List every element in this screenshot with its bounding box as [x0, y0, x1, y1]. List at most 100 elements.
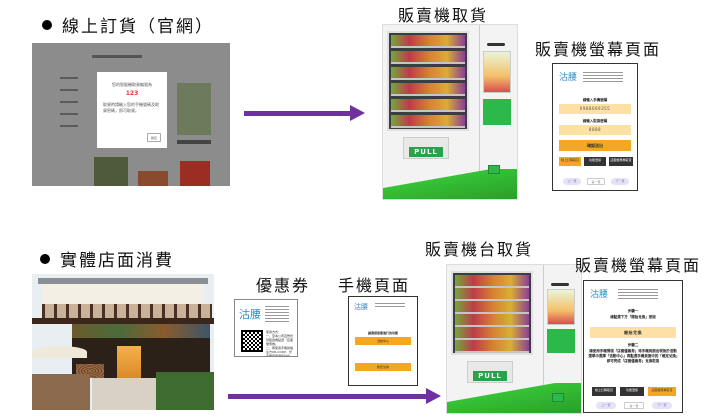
shelf [391, 115, 465, 128]
step1-title: 步驟一 [627, 309, 639, 313]
sidebar-item [60, 89, 78, 91]
vending-machine-online: PULL [382, 24, 518, 200]
sidebar-item [60, 113, 78, 115]
umbrella [32, 346, 87, 358]
vending-machine-store: PULL [446, 264, 582, 414]
shelf [455, 301, 529, 314]
payment-panel [483, 99, 511, 125]
door-divider [543, 265, 544, 413]
machine-screen [483, 51, 511, 93]
phone-page-title: 請選擇您要進行的功能 [367, 331, 398, 335]
step2-title: 步驟二 [627, 343, 639, 347]
pull-label: PULL [409, 147, 443, 157]
machine-screen-label-store: 販賣機螢幕頁面 [575, 256, 702, 275]
in-store-heading: 實體店面消費 [40, 246, 174, 271]
machine-screen-label-online: 販賣機螢幕頁面 [535, 40, 662, 59]
coupon-label: 優惠券 [256, 276, 311, 295]
tab-coupon-pickup[interactable]: 店面優惠券取貨 [609, 157, 633, 166]
pickup-door: PULL [403, 137, 449, 159]
password-prompt: 請輸入取貨密碼 [582, 119, 608, 123]
next-page-button[interactable]: 下一頁 [652, 402, 672, 409]
patio-chairs [32, 374, 90, 410]
machine-screen [547, 289, 575, 325]
activity-center-button[interactable]: 活動中心 [355, 337, 411, 345]
vending-cabinet [451, 271, 533, 355]
usage-step: 二、再使用手機掃描左方QR-CODE，於手機頁面選擇兌換，即可兌換 [266, 346, 294, 357]
phone-page: 沽腰 請選擇您要進行的功能 活動中心 確定兌換 [348, 296, 418, 386]
phone-input[interactable]: 0988669355 [559, 104, 631, 114]
roof [38, 278, 208, 284]
mural [72, 324, 210, 338]
shelf [391, 51, 465, 64]
submit-button[interactable]: 確認送出 [559, 140, 631, 151]
shelf [455, 288, 529, 301]
flow-arrow-store [228, 394, 428, 399]
shelf [455, 340, 529, 353]
online-order-heading: 線上訂貨（官網） [42, 12, 214, 37]
phone-page-label: 手機頁面 [338, 276, 411, 295]
shelf [455, 275, 529, 288]
qr-code[interactable] [241, 330, 263, 352]
product-image [138, 171, 168, 186]
coupon-card: 沽腰 使用方式： 一、至本公司直營智慧販賣機點選「店面優惠券」 二、再使用手機掃… [234, 299, 298, 357]
flow-arrow-online [244, 111, 350, 116]
tab-online-pickup[interactable]: 線上訂購取貨 [559, 157, 581, 166]
in-store-heading-text: 實體店面消費 [60, 251, 174, 271]
usage-title: 使用方式： [266, 330, 282, 334]
start-redeem-button[interactable]: 開始兌換 [590, 327, 676, 338]
brand-logo: 沽腰 [239, 308, 261, 321]
card-slot [551, 283, 569, 286]
next-page-button[interactable]: 下一頁 [611, 178, 629, 185]
store-photo [32, 274, 214, 410]
prev-page-button[interactable]: 上一頁 [596, 402, 616, 409]
tab-online-pickup[interactable]: 線上訂購取貨 [592, 387, 616, 396]
phone-prompt: 請輸入手機號碼 [582, 98, 608, 102]
modal-instruction: 取貨時請輸入您的手機號碼及取貨密碼，即可取貨。 [103, 102, 159, 113]
brand-logo: 沽腰 [559, 73, 578, 83]
shelf [391, 67, 465, 80]
sidebar-item [60, 101, 78, 103]
modal-message: 您的智販機取貨編號為 [112, 82, 152, 87]
balcony [42, 304, 212, 318]
company-info [375, 303, 405, 309]
password-input[interactable]: 8888 [559, 125, 631, 135]
usage-step: 一、至本公司直營智慧販賣機點選「店面優惠券」 [266, 334, 294, 346]
pickup-code: 123 [125, 90, 139, 97]
company-info [618, 289, 658, 299]
tab-function-select[interactable]: 功能選擇 [584, 157, 606, 166]
brand-logo: 沽腰 [354, 303, 368, 311]
step1-text: 請點選下方「開始兌換」按鈕 [610, 315, 656, 319]
product-image [94, 157, 128, 186]
confirm-redeem-button[interactable]: 確定兌換 [355, 363, 411, 371]
bullet-icon [40, 254, 50, 264]
tab-coupon-pickup[interactable]: 店面優惠券取貨 [648, 387, 676, 396]
door-divider [479, 25, 480, 199]
green-band [383, 169, 517, 199]
kiosk-screen-online: 沽腰 請輸入手機號碼 0988669355 請輸入取貨密碼 8888 確認送出 … [552, 63, 638, 191]
company-info [265, 306, 289, 324]
official-website-screenshot: 您的智販機取貨編號為 123 取貨時請輸入您的手機號碼及取貨密碼，即可取貨。 確… [32, 43, 230, 186]
sidebar-item [60, 77, 78, 79]
shelf [391, 99, 465, 112]
plants [156, 372, 214, 410]
prev-page-button[interactable]: 上一頁 [563, 178, 581, 185]
vending-pickup-label-store: 販賣機台取貨 [425, 240, 534, 259]
site-title [92, 55, 142, 58]
pickup-door: PULL [467, 361, 513, 383]
pull-label: PULL [473, 371, 507, 381]
card-slot [487, 43, 505, 46]
walkway [92, 378, 164, 410]
payment-panel [547, 329, 575, 353]
step2-text: 請使用手機掃描「店面優惠券」待手機頁面出現後於活動選單中選擇「活動中心」再點選手… [588, 349, 678, 363]
shelf [391, 35, 465, 48]
bullet-icon [42, 20, 52, 30]
shelf [391, 83, 465, 96]
brand-logo: 沽腰 [590, 290, 609, 300]
modal-confirm-button[interactable]: 確定 [147, 133, 161, 142]
online-order-heading-text: 線上訂貨（官網） [62, 17, 214, 37]
current-page: 第一頁 [587, 178, 605, 185]
product-button [177, 140, 211, 144]
product-image [177, 83, 211, 135]
kiosk-screen-store: 沽腰 步驟一 請點選下方「開始兌換」按鈕 開始兌換 步驟二 請使用手機掃描「店面… [583, 280, 683, 413]
tab-function-select[interactable]: 功能選擇 [620, 387, 644, 396]
